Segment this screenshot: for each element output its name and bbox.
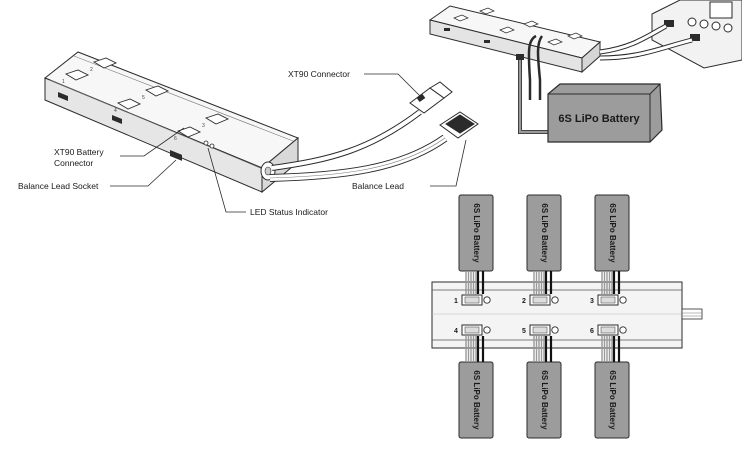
port-number: 6 [590, 328, 594, 335]
callout-xt90-battery-line1: XT90 Battery [54, 147, 104, 157]
battery-module-5: 6S LiPo Battery 5 [522, 324, 562, 439]
svg-text:1: 1 [62, 79, 65, 85]
port-number: 3 [590, 298, 594, 305]
port-number: 4 [454, 328, 458, 335]
callout-lines [110, 73, 467, 213]
port-number: 1 [454, 298, 458, 305]
xt90-socket-inner [464, 326, 480, 334]
balance-plug [439, 111, 479, 139]
output-cables [269, 109, 448, 182]
balance-socket-group [58, 92, 182, 161]
xt90-socket-inner [532, 326, 548, 334]
battery-label-top: 6S LiPo Battery [558, 113, 640, 125]
xt90-plug [409, 81, 453, 114]
battery-module-4: 6S LiPo Battery 4 [454, 324, 494, 439]
battery-label: 6S LiPo Battery [540, 370, 549, 430]
xt90-socket-inner [600, 326, 616, 334]
battery-module-6: 6S LiPo Battery 6 [590, 324, 630, 439]
callout-led-status: LED Status Indicator [250, 207, 328, 217]
lipo-battery-top: 6S LiPo Battery [547, 83, 663, 143]
led-indicator [551, 296, 559, 304]
battery-module-3: 6S LiPo Battery 3 [590, 194, 630, 306]
svg-text:5: 5 [142, 95, 145, 101]
battery-label: 6S LiPo Battery [540, 203, 549, 263]
callout-balance-lead: Balance Lead [352, 181, 404, 191]
xt90-socket-inner [532, 296, 548, 304]
board-to-charger-view: 6S LiPo Battery [428, 0, 742, 143]
xt90-socket-inner [464, 296, 480, 304]
callout-xt90-connector: XT90 Connector [288, 69, 350, 79]
callout-balance-socket: Balance Lead Socket [18, 181, 99, 191]
battery-label: 6S LiPo Battery [472, 370, 481, 430]
svg-text:4: 4 [114, 108, 117, 114]
battery-module-1: 6S LiPo Battery 1 [454, 194, 494, 306]
led-indicator [619, 326, 627, 334]
callout-xt90-battery-line2: Connector [54, 158, 93, 168]
led-indicator [483, 326, 491, 334]
battery-label: 6S LiPo Battery [472, 203, 481, 263]
port-number: 2 [522, 298, 526, 305]
battery-label: 6S LiPo Battery [608, 370, 617, 430]
board-top-down-view [431, 281, 703, 349]
svg-text:2: 2 [90, 67, 93, 73]
charger-unit [651, 0, 742, 69]
svg-text:3: 3 [202, 123, 205, 129]
led-indicator [551, 326, 559, 334]
xt90-socket-inner [600, 296, 616, 304]
port-number: 5 [522, 328, 526, 335]
parallel-board-isometric: 1 2 4 5 6 3 [44, 51, 299, 194]
led-indicator [483, 296, 491, 304]
led-indicator [619, 296, 627, 304]
svg-text:6: 6 [174, 136, 177, 142]
battery-module-2: 6S LiPo Battery 2 [522, 194, 562, 306]
battery-label: 6S LiPo Battery [608, 203, 617, 263]
xt90-socket-group [64, 57, 230, 138]
